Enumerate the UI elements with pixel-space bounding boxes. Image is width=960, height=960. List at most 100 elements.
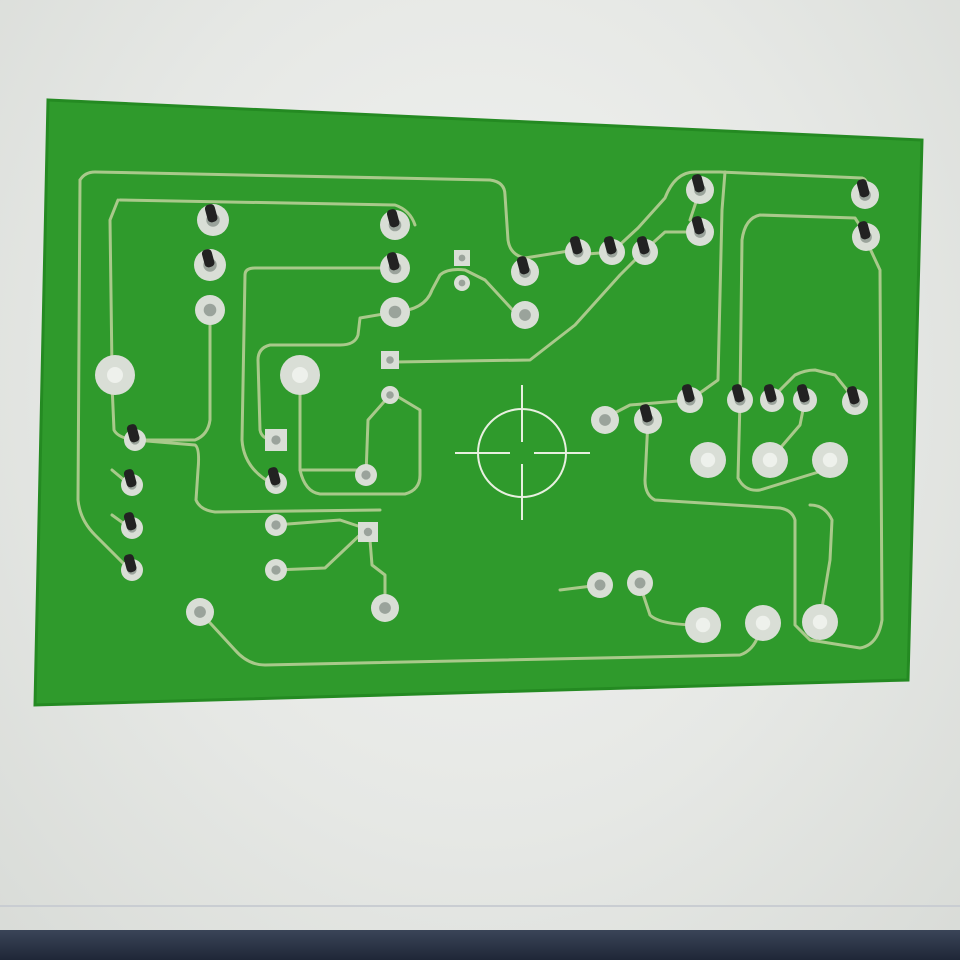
drill-hole: [379, 602, 391, 614]
trace: [198, 610, 762, 667]
pcb-pad-icon[interactable]: [587, 572, 613, 598]
trace: [768, 368, 857, 402]
mounting-pad[interactable]: [752, 442, 788, 478]
pcb-pad-icon[interactable]: [380, 297, 410, 327]
trace: [256, 310, 397, 442]
square-pad[interactable]: [454, 250, 470, 266]
component-pin-icon: [123, 469, 137, 488]
drill-hole: [271, 565, 281, 575]
drill-hole: [519, 309, 531, 321]
pcb-pad-icon[interactable]: [454, 275, 470, 291]
pcb-pad-icon[interactable]: [195, 295, 225, 325]
pad-layer: [95, 173, 880, 643]
pcb-pad-icon[interactable]: [380, 208, 410, 240]
pcb-pad-icon[interactable]: [632, 235, 658, 265]
pcb-pad-icon[interactable]: [265, 514, 287, 536]
pcb-pad-icon[interactable]: [121, 553, 143, 581]
component-pin-icon: [603, 236, 617, 255]
trace: [110, 308, 212, 442]
drill-hole: [363, 527, 373, 537]
pcb-pad-icon[interactable]: [793, 383, 817, 412]
pcb-pad-icon[interactable]: [634, 403, 662, 434]
pcb-pad-icon[interactable]: [265, 559, 287, 581]
drill-hole: [762, 452, 778, 468]
pcb-pad-icon[interactable]: [265, 466, 287, 494]
drill-hole: [194, 606, 206, 618]
drill-hole: [361, 470, 371, 480]
mounting-pad[interactable]: [280, 355, 320, 395]
pcb-pad-icon[interactable]: [511, 255, 539, 286]
trace: [133, 438, 382, 514]
pcb-pad-icon[interactable]: [380, 251, 410, 283]
trace: [273, 531, 364, 572]
component-pin-icon: [639, 404, 653, 423]
drill-hole: [107, 367, 123, 383]
square-pad[interactable]: [358, 522, 378, 542]
mounting-pad[interactable]: [812, 442, 848, 478]
drill-hole: [386, 356, 394, 364]
pcb-pad-icon[interactable]: [565, 235, 591, 265]
drill-hole: [203, 303, 217, 317]
pcb-pad-icon[interactable]: [124, 423, 146, 451]
drill-hole: [812, 614, 828, 630]
trace: [808, 503, 834, 622]
component-pin-icon: [763, 384, 777, 403]
pcb-pad-icon[interactable]: [121, 468, 143, 496]
pcb-pad-icon[interactable]: [760, 383, 784, 412]
pcb-pad-icon[interactable]: [599, 235, 625, 265]
component-pin-icon: [681, 384, 695, 403]
mounting-pad[interactable]: [685, 607, 721, 643]
pcb-pad-icon[interactable]: [355, 464, 377, 486]
pcb-pad-icon[interactable]: [511, 301, 539, 329]
mounting-pad[interactable]: [690, 442, 726, 478]
pcb-pad-icon[interactable]: [197, 203, 229, 236]
pcb-pad-icon[interactable]: [851, 178, 879, 209]
mounting-pad[interactable]: [745, 605, 781, 641]
square-pad[interactable]: [265, 429, 287, 451]
pcb-pad-icon[interactable]: [186, 598, 214, 626]
drill-hole: [695, 617, 711, 633]
mounting-pad[interactable]: [802, 604, 838, 640]
drill-hole: [271, 435, 281, 445]
pcb-pad-icon[interactable]: [677, 383, 703, 413]
component-pin-icon: [386, 252, 400, 271]
pcb-pad-icon[interactable]: [371, 594, 399, 622]
screen-edge-line: [0, 905, 960, 907]
trace: [368, 538, 387, 610]
trace: [736, 398, 832, 492]
mounting-pad[interactable]: [95, 355, 135, 395]
square-pad[interactable]: [381, 351, 399, 369]
trace: [118, 198, 417, 227]
drill-hole: [599, 414, 611, 426]
component-pin-icon: [123, 512, 137, 531]
component-pin-icon: [857, 221, 871, 240]
pcb-pad-icon[interactable]: [194, 248, 226, 281]
component-pin-icon: [516, 256, 530, 275]
component-pin-icon: [846, 386, 860, 405]
pcb-pad-icon[interactable]: [852, 220, 880, 251]
trace: [393, 268, 522, 320]
pcb-pad-icon[interactable]: [727, 383, 753, 413]
pcb-pad-icon[interactable]: [686, 173, 714, 204]
pcb-pad-icon[interactable]: [381, 386, 399, 404]
component-pin-icon: [856, 179, 870, 198]
drill-hole: [386, 391, 394, 399]
trace: [393, 248, 647, 364]
pcb-pad-icon[interactable]: [591, 406, 619, 434]
drill-hole: [292, 367, 308, 383]
pcb-pad-icon[interactable]: [121, 511, 143, 539]
trace: [738, 213, 868, 402]
component-pin-icon: [267, 467, 281, 486]
pcb-pad-icon[interactable]: [686, 215, 714, 246]
trace: [364, 393, 392, 477]
component-pin-icon: [796, 384, 810, 403]
component-pin-icon: [123, 554, 137, 573]
crosshair-cursor-icon: [455, 385, 590, 520]
component-pin-icon: [201, 249, 215, 268]
pcb-pad-icon[interactable]: [842, 385, 868, 415]
trace: [298, 376, 422, 496]
component-pin-icon: [126, 424, 140, 443]
pcb-pad-icon[interactable]: [627, 570, 653, 596]
component-pin-icon: [386, 209, 400, 228]
